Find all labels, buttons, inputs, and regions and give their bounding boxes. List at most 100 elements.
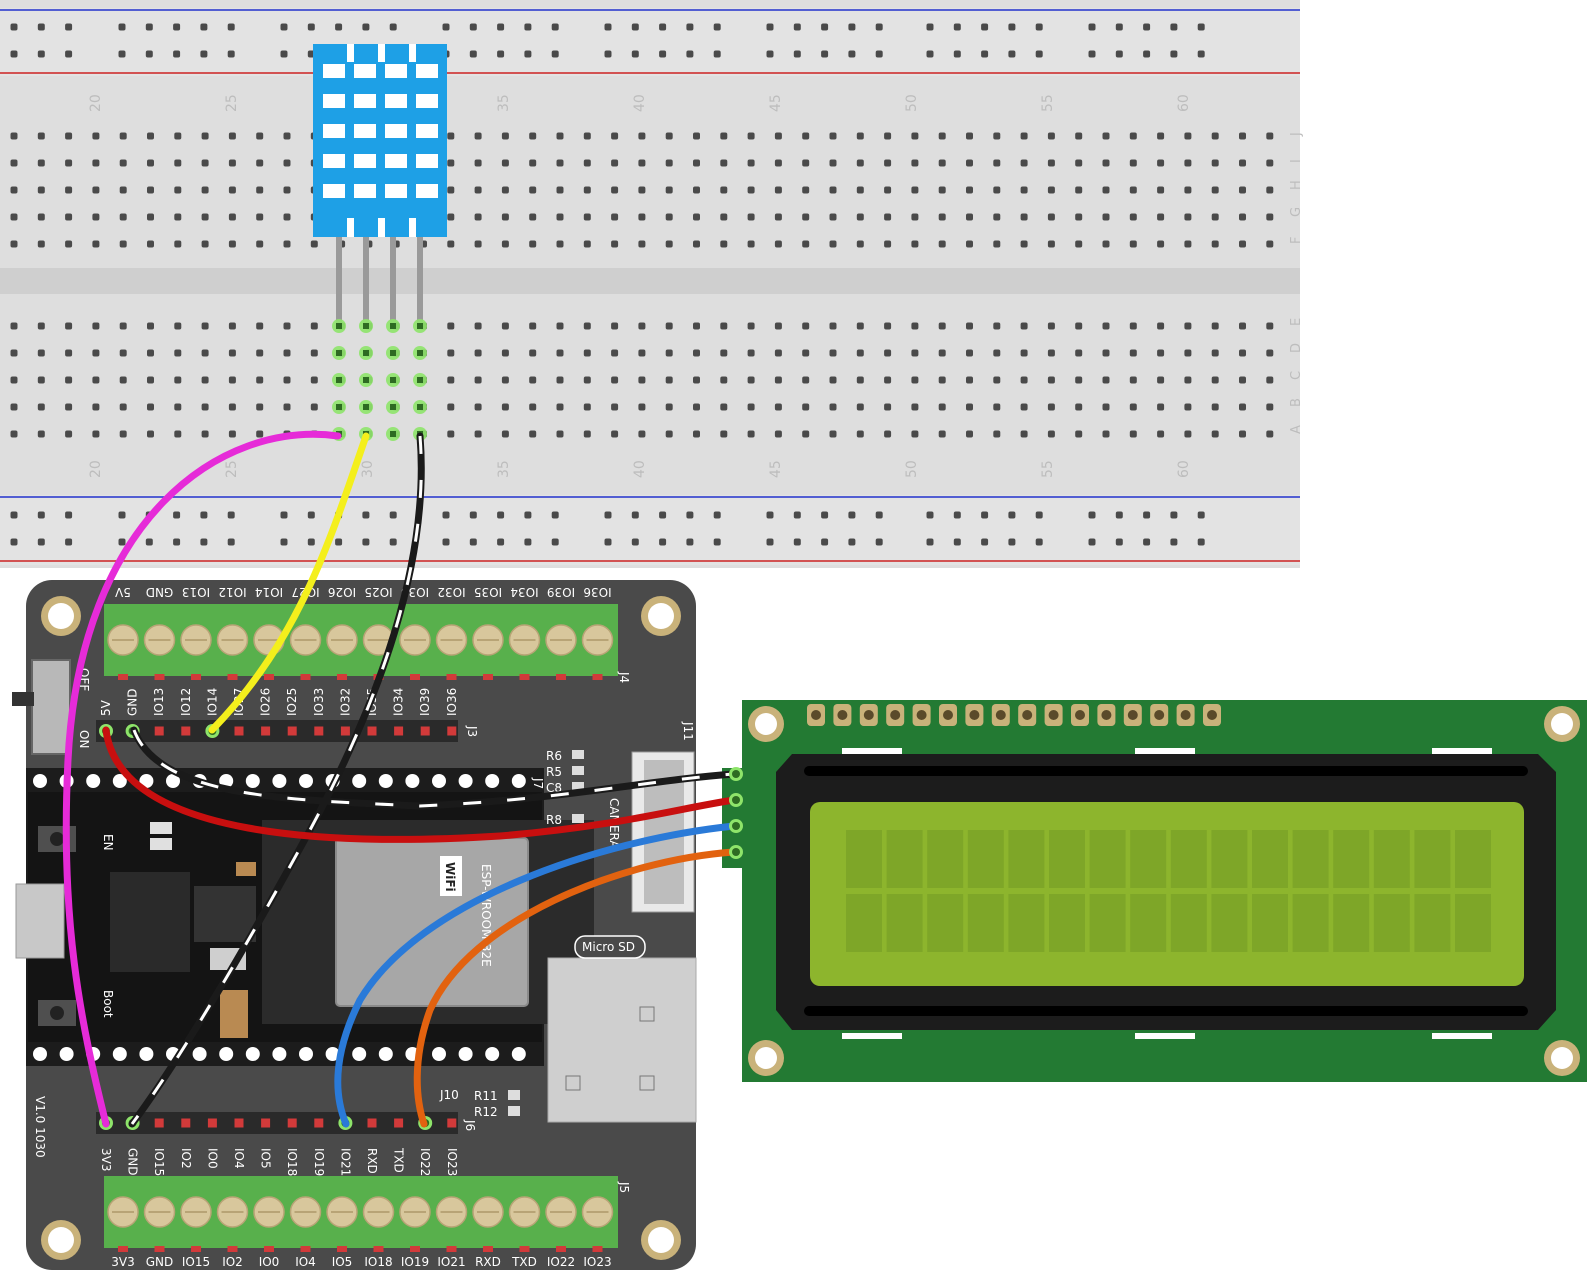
- terminal-label: IO14: [255, 585, 283, 599]
- header-label: IO26: [259, 688, 273, 716]
- lcd-cell: [1333, 894, 1370, 952]
- header-pin[interactable]: [261, 1118, 271, 1128]
- usb-port: [15, 883, 65, 959]
- column-number: 30: [360, 460, 376, 478]
- header-pin[interactable]: [154, 726, 164, 736]
- lcd-character-cells: [846, 830, 1491, 952]
- terminal-label: IO36: [583, 585, 611, 599]
- terminal-label: IO39: [547, 585, 575, 599]
- header-pin[interactable]: [287, 1118, 297, 1128]
- terminal-label: IO23: [583, 1255, 611, 1269]
- wire-magenta-3v3[interactable]: [62, 430, 342, 1128]
- terminal-label: IO2: [222, 1255, 243, 1269]
- header-pin[interactable]: [154, 1118, 164, 1128]
- row-letter: D: [1289, 343, 1304, 353]
- lcd-cell: [1455, 830, 1491, 888]
- lcd-cell: [1170, 894, 1207, 952]
- terminal-label: IO25: [364, 585, 392, 599]
- header-pin[interactable]: [234, 1118, 244, 1128]
- terminal-label: IO5: [332, 1255, 353, 1269]
- header-label: IO0: [205, 1148, 219, 1169]
- header-pin[interactable]: [394, 726, 404, 736]
- lcd-cell: [927, 894, 964, 952]
- column-number: 50: [904, 94, 920, 112]
- header-label: GND: [126, 688, 140, 716]
- terminal-label: IO32: [437, 585, 465, 599]
- header-pin[interactable]: [420, 726, 430, 736]
- column-number: 35: [496, 94, 512, 112]
- wire-yellow-io14[interactable]: [208, 432, 370, 734]
- header-label: GND: [126, 1148, 140, 1176]
- header-label: IO12: [179, 688, 193, 716]
- header-label: IO18: [285, 1148, 299, 1176]
- header-pin[interactable]: [447, 1118, 457, 1128]
- header-label: IO15: [152, 1148, 166, 1176]
- svg-text:V1.0 1030: V1.0 1030: [33, 1096, 47, 1158]
- header-label: IO2: [179, 1148, 193, 1169]
- svg-text:J6: J6: [463, 1119, 477, 1131]
- header-pin[interactable]: [181, 1118, 191, 1128]
- column-number: 60: [1176, 94, 1192, 112]
- terminal-label: IO19: [401, 1255, 429, 1269]
- terminal-label: IO13: [182, 585, 210, 599]
- header-pin[interactable]: [367, 1118, 377, 1128]
- lcd-cell: [1252, 894, 1288, 952]
- row-letter: B: [1289, 398, 1304, 407]
- lcd-cell: [927, 830, 964, 888]
- lcd-cell: [967, 894, 1004, 952]
- terminal-label: GND: [146, 1255, 174, 1269]
- lcd-cell: [1211, 894, 1248, 952]
- sensor-vent-grid: [323, 44, 438, 237]
- header-label: IO33: [312, 688, 326, 716]
- header-pin[interactable]: [367, 726, 377, 736]
- header-label: IO23: [445, 1148, 459, 1176]
- terminal-label: IO15: [182, 1255, 210, 1269]
- header-label: RXD: [365, 1148, 379, 1174]
- header-pin[interactable]: [234, 726, 244, 736]
- svg-text:J11: J11: [681, 721, 695, 741]
- svg-text:J10: J10: [439, 1088, 459, 1102]
- header-label: IO5: [259, 1148, 273, 1169]
- lcd-cell: [1292, 830, 1329, 888]
- svg-text:ON: ON: [77, 730, 91, 748]
- esp-module-can: [335, 837, 529, 1007]
- header-pin[interactable]: [261, 726, 271, 736]
- terminal-label: IO4: [295, 1255, 316, 1269]
- row-letter: C: [1289, 371, 1304, 380]
- header-pin[interactable]: [207, 1118, 217, 1128]
- j3-header: [96, 720, 458, 742]
- header-label: IO32: [338, 688, 352, 716]
- header-pin[interactable]: [394, 1118, 404, 1128]
- row-letter: A: [1289, 425, 1304, 434]
- lcd-cell: [1008, 830, 1045, 888]
- component-label: R8: [546, 813, 562, 827]
- header-pin[interactable]: [314, 1118, 324, 1128]
- lcd-cell: [846, 830, 882, 888]
- j4-label: J4: [617, 671, 631, 683]
- lcd-cell: [1130, 830, 1167, 888]
- svg-text:ESP-WROOM-32E: ESP-WROOM-32E: [479, 864, 493, 967]
- header-pin[interactable]: [287, 726, 297, 736]
- column-number: 45: [768, 460, 784, 478]
- header-pin[interactable]: [181, 726, 191, 736]
- top-power-rail: [0, 8, 1300, 76]
- wire-red-5v[interactable]: [102, 726, 738, 843]
- lcd-cell: [1292, 894, 1329, 952]
- header-pin[interactable]: [340, 726, 350, 736]
- header-pin[interactable]: [314, 726, 324, 736]
- power-switch[interactable]: [31, 659, 71, 755]
- header-label: IO36: [445, 688, 459, 716]
- lcd-cell: [1252, 830, 1288, 888]
- header-pin[interactable]: [447, 726, 457, 736]
- column-number: 20: [88, 94, 104, 112]
- terminal-label: 3V3: [111, 1255, 134, 1269]
- mounting-holes: [41, 596, 681, 1260]
- svg-text:J7: J7: [531, 777, 545, 789]
- terminal-label: 5V: [114, 585, 131, 599]
- wire-orange-scl[interactable]: [413, 848, 738, 1128]
- terminal-label: IO21: [437, 1255, 465, 1269]
- terminal-label: IO34: [510, 585, 538, 599]
- wire-blue-sda[interactable]: [334, 822, 738, 1128]
- lcd-cell: [1455, 894, 1491, 952]
